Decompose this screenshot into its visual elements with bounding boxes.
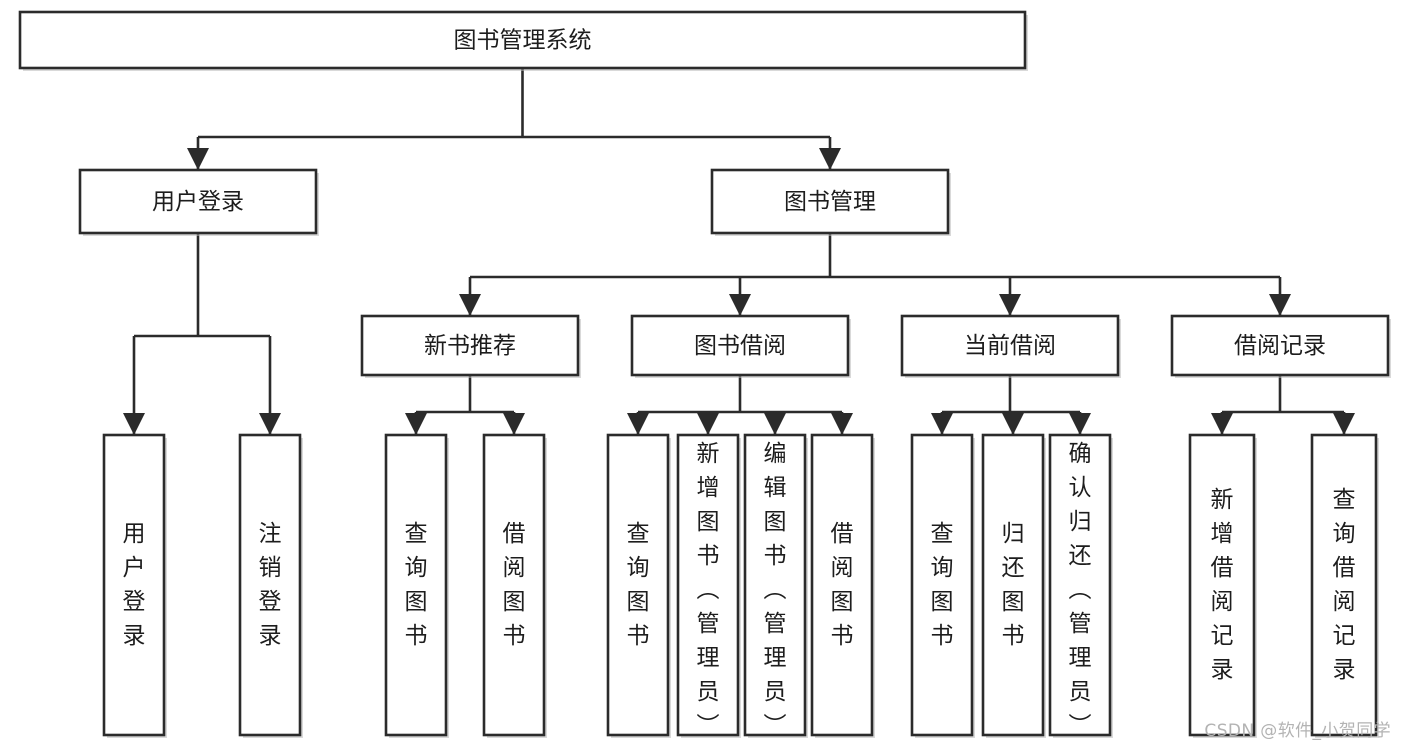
arrow-head-icon — [503, 413, 525, 435]
node-leaf-query-book-3[interactable]: 查询图书 — [910, 433, 975, 738]
node-user-login[interactable]: 用户登录 — [78, 168, 319, 236]
arrow-head-icon — [259, 413, 281, 435]
node-label: 新增图书︵管理员︶ — [697, 441, 720, 739]
node-root[interactable]: 图书管理系统 — [18, 10, 1028, 71]
node-label: 当前借阅 — [964, 333, 1056, 359]
arrow-head-icon — [627, 413, 649, 435]
node-label: 图书管理系统 — [454, 28, 592, 54]
node-leaf-add-record[interactable]: 新增借阅记录 — [1188, 433, 1257, 738]
arrow-head-icon — [1002, 413, 1024, 435]
arrow-head-icon — [931, 413, 953, 435]
node-current-borrow[interactable]: 当前借阅 — [900, 314, 1121, 378]
node-leaf-query-book-1[interactable]: 查询图书 — [384, 433, 449, 738]
node-label: 新增借阅记录 — [1211, 487, 1234, 683]
node-leaf-edit-book[interactable]: 编辑图书︵管理员︶ — [743, 433, 808, 739]
connectors-layer — [123, 68, 1355, 435]
node-label: 查询图书 — [627, 521, 650, 649]
node-label: 编辑图书︵管理员︶ — [764, 441, 787, 739]
nodes-layer: 图书管理系统用户登录图书管理新书推荐图书借阅当前借阅借阅记录用户登录注销登录查询… — [18, 10, 1391, 739]
arrow-head-icon — [405, 413, 427, 435]
arrow-head-icon — [459, 294, 481, 316]
node-new-book-rec[interactable]: 新书推荐 — [360, 314, 581, 378]
node-borrow-record[interactable]: 借阅记录 — [1170, 314, 1391, 378]
arrow-head-icon — [1269, 294, 1291, 316]
node-leaf-query-book-2[interactable]: 查询图书 — [606, 433, 671, 738]
node-label: 借阅图书 — [831, 521, 854, 649]
node-label: 归还图书 — [1002, 521, 1025, 649]
node-label: 注销登录 — [259, 521, 282, 649]
arrow-head-icon — [1211, 413, 1233, 435]
node-label: 查询图书 — [931, 521, 954, 649]
node-leaf-return-book[interactable]: 归还图书 — [981, 433, 1046, 738]
arrow-head-icon — [1333, 413, 1355, 435]
node-book-manage[interactable]: 图书管理 — [710, 168, 951, 236]
watermark-label: CSDN @软件_小贺同学 — [1204, 721, 1391, 741]
node-label: 借阅记录 — [1234, 333, 1326, 359]
arrow-head-icon — [999, 294, 1021, 316]
arrow-head-icon — [831, 413, 853, 435]
arrow-head-icon — [764, 413, 786, 435]
node-leaf-query-record[interactable]: 查询借阅记录 — [1310, 433, 1379, 738]
node-leaf-logout-login[interactable]: 注销登录 — [238, 433, 303, 738]
node-book-borrow[interactable]: 图书借阅 — [630, 314, 851, 378]
node-leaf-add-book[interactable]: 新增图书︵管理员︶ — [676, 433, 741, 739]
node-label: 查询图书 — [405, 521, 428, 649]
node-label: 图书借阅 — [694, 333, 786, 359]
node-label: 用户登录 — [152, 189, 244, 215]
arrow-head-icon — [729, 294, 751, 316]
arrow-head-icon — [1069, 413, 1091, 435]
arrow-head-icon — [819, 148, 841, 170]
arrow-head-icon — [697, 413, 719, 435]
node-label: 借阅图书 — [503, 521, 526, 649]
node-label: 用户登录 — [123, 521, 146, 649]
node-leaf-borrow-book-2[interactable]: 借阅图书 — [810, 433, 875, 738]
node-label: 查询借阅记录 — [1333, 487, 1356, 683]
node-label: 确认归还︵管理员︶ — [1069, 441, 1092, 739]
node-leaf-borrow-book-1[interactable]: 借阅图书 — [482, 433, 547, 738]
arrow-head-icon — [123, 413, 145, 435]
node-label: 新书推荐 — [424, 333, 516, 359]
arrow-head-icon — [187, 148, 209, 170]
node-leaf-user-login[interactable]: 用户登录 — [102, 433, 167, 738]
node-leaf-confirm-return[interactable]: 确认归还︵管理员︶ — [1048, 433, 1113, 739]
node-label: 图书管理 — [784, 189, 876, 215]
